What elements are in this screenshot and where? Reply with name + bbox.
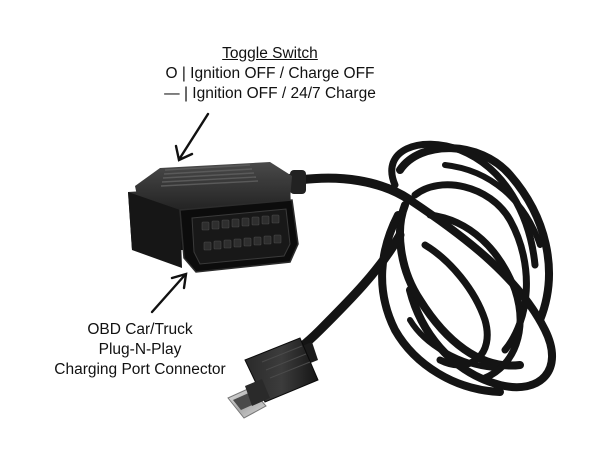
toggle-switch-title: Toggle Switch: [222, 45, 318, 62]
connector-caption-line-2: Plug-N-Play: [98, 341, 182, 358]
connector-caption-line-3: Charging Port Connector: [54, 361, 226, 378]
toggle-mode-off: O | Ignition OFF / Charge OFF: [165, 65, 375, 82]
connector-arrow: [150, 272, 188, 314]
toggle-mode-always-on: — | Ignition OFF / 24/7 Charge: [164, 85, 376, 102]
coiled-cable: [280, 140, 557, 396]
connector-caption: OBD Car/Truck Plug-N-Play Charging Port …: [20, 320, 260, 380]
obd-pins: [201, 214, 282, 251]
micro-usb-plug: [227, 337, 319, 419]
toggle-switch-legend: Toggle Switch O | Ignition OFF / Charge …: [150, 44, 390, 104]
toggle-arrow: [174, 112, 210, 162]
obd-plug: [128, 162, 306, 273]
connector-caption-line-1: OBD Car/Truck: [87, 321, 193, 338]
